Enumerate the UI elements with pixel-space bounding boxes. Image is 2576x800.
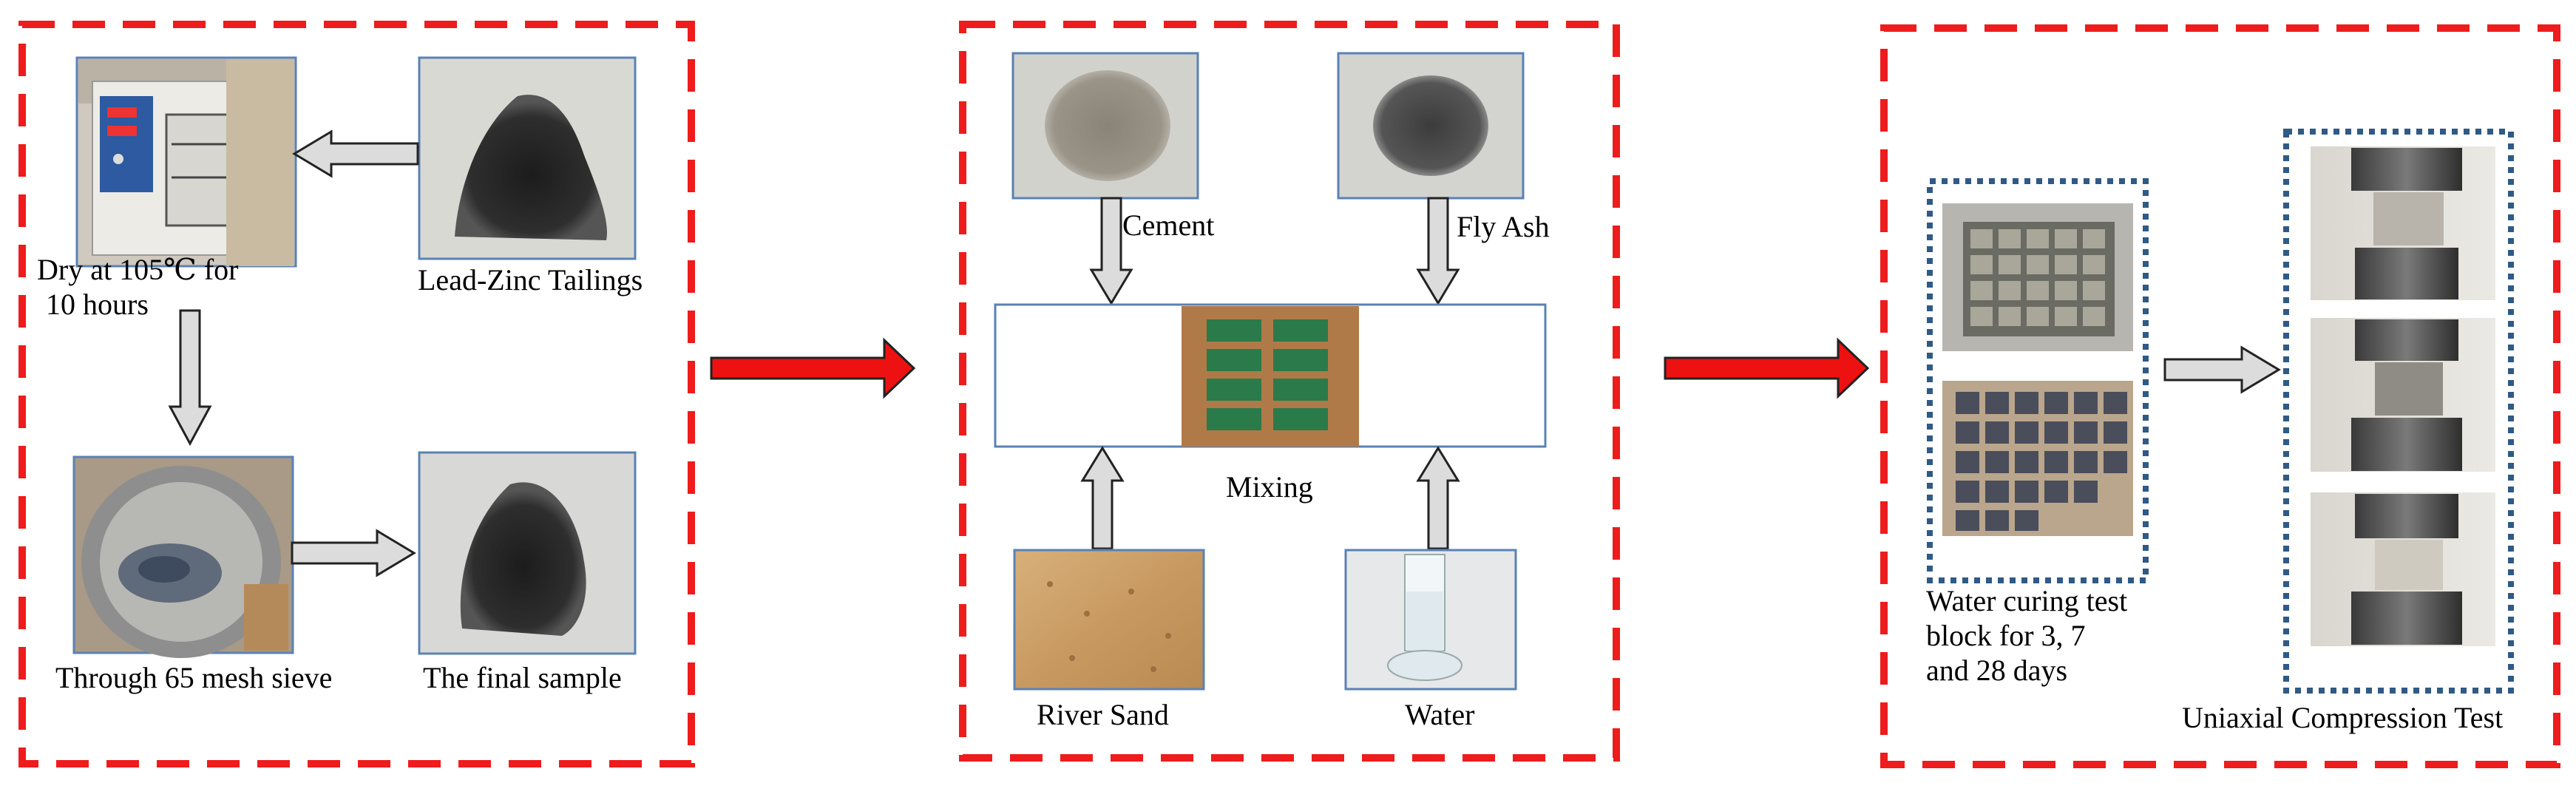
final-sample-photo — [418, 451, 637, 655]
fly-ash-label: Fly Ash — [1457, 210, 1550, 243]
curing-label-line1: Water curing test — [1926, 584, 2127, 617]
panel-2-border — [959, 21, 1620, 762]
arrow-cement-to-mix — [1089, 197, 1133, 305]
flow-arrow-2 — [1664, 337, 1870, 399]
curing-label-line3: and 28 days — [1926, 654, 2067, 687]
ucs-label: Uniaxial Compression Test — [2182, 701, 2503, 734]
water-label: Water — [1405, 698, 1475, 731]
water-photo — [1344, 549, 1517, 691]
ucs-photo-1 — [2311, 146, 2495, 300]
lead-zinc-tailings-photo — [418, 56, 637, 260]
curing-label-line2: block for 3, 7 — [1926, 619, 2086, 652]
cement-label: Cement — [1122, 209, 1214, 242]
arrow-flyash-to-mix — [1416, 197, 1460, 305]
curing-photo-top — [1942, 203, 2133, 351]
ucs-photo-2 — [2311, 318, 2495, 472]
mixing-photo — [1182, 306, 1359, 447]
dry-label-line2: 10 hours — [46, 288, 149, 321]
sieve-label: Through 65 mesh sieve — [55, 661, 332, 694]
fly-ash-photo — [1337, 52, 1525, 200]
river-sand-label: River Sand — [1037, 698, 1169, 731]
curing-photo-bottom — [1942, 381, 2133, 536]
arrow-sand-to-mix — [1080, 446, 1125, 550]
arrow-tailings-to-oven — [292, 129, 419, 178]
final-sample-label: The final sample — [423, 661, 622, 694]
ucs-photo-3 — [2311, 492, 2495, 646]
arrow-dry-to-sieve — [168, 309, 212, 447]
curing-dotted-frame — [1927, 178, 2149, 583]
sieve-photo — [72, 455, 294, 658]
cement-photo — [1011, 52, 1199, 200]
dry-label-line1: Dry at 105℃ for — [37, 253, 238, 286]
ucs-dotted-frame — [2283, 129, 2514, 694]
arrow-water-to-mix — [1416, 446, 1460, 550]
arrow-curing-to-ucs — [2163, 345, 2281, 394]
tailings-label: Lead-Zinc Tailings — [418, 263, 643, 296]
drying-oven-photo — [75, 56, 297, 268]
arrow-sieve-to-final — [291, 529, 416, 577]
river-sand-photo — [1013, 549, 1205, 691]
mixing-label: Mixing — [1226, 470, 1313, 504]
flow-arrow-1 — [710, 337, 916, 399]
